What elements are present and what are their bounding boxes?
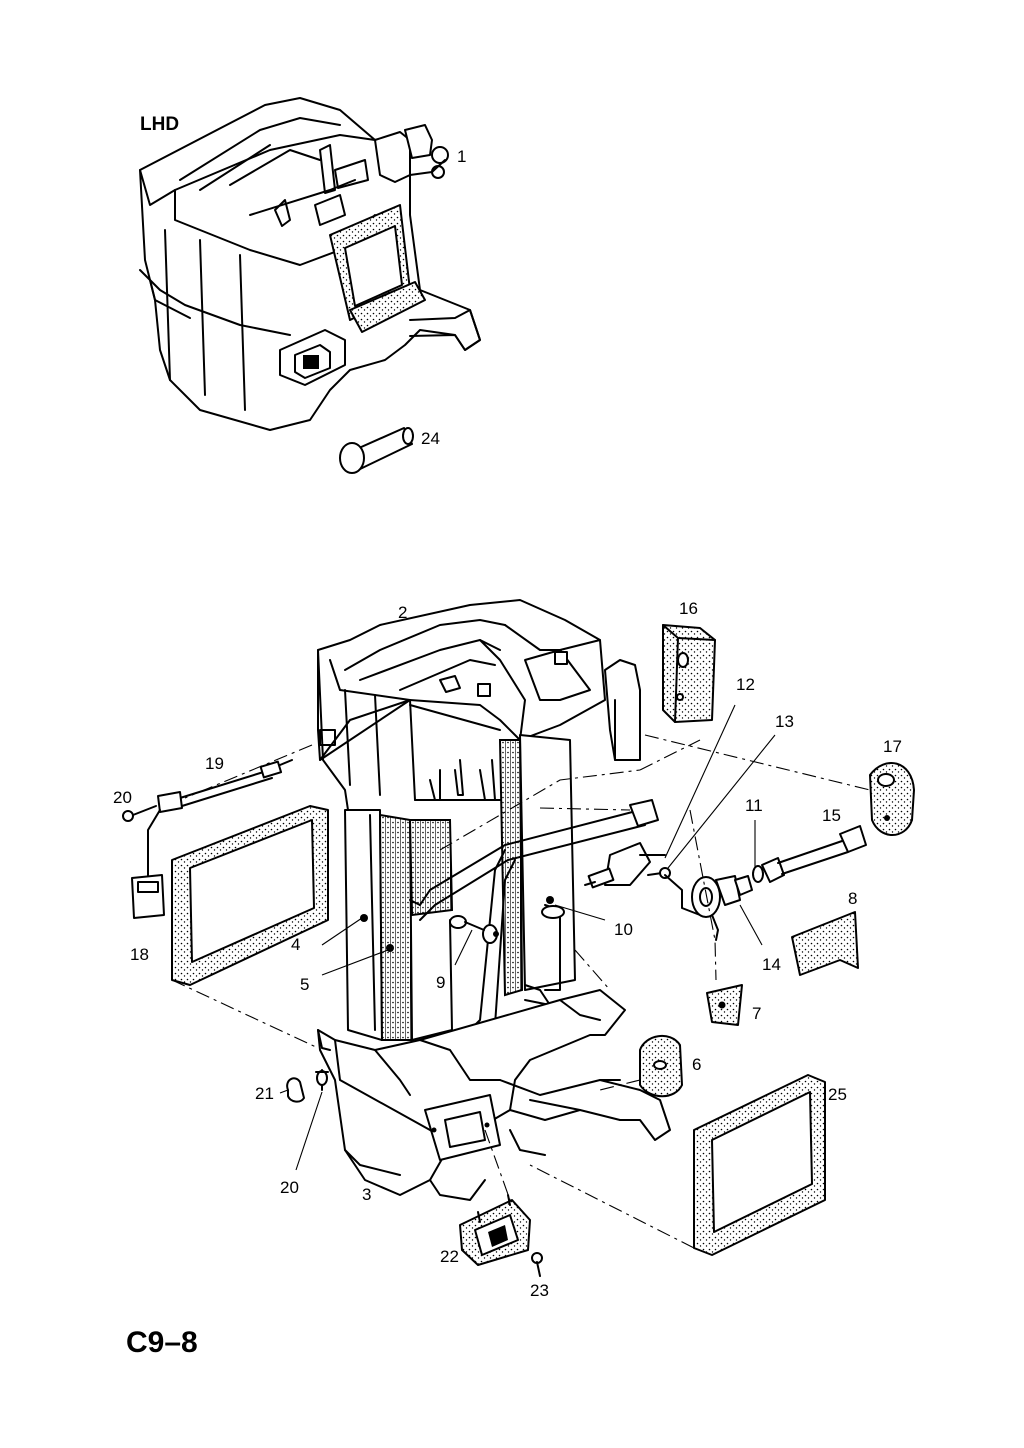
callout-label: 24 [421, 429, 440, 448]
part-13-screw [647, 867, 671, 879]
part-12-expansion-valve [584, 842, 666, 889]
callout-label: 18 [130, 945, 149, 964]
callout-label: 15 [822, 806, 841, 825]
callout-label: 23 [530, 1281, 549, 1300]
callout-label: 12 [736, 675, 755, 694]
callout-label: 3 [362, 1185, 371, 1204]
part-24-hose [339, 427, 414, 474]
part-11-o-ring [752, 865, 764, 883]
callout-label: 2 [398, 603, 407, 622]
lhd-heater-unit [139, 97, 481, 431]
part-16-foam-pad [662, 624, 716, 723]
pipe-assembly [409, 799, 659, 1036]
callout-label: 21 [255, 1084, 274, 1103]
callout-label: 6 [692, 1055, 701, 1074]
left-foam-frame [171, 805, 329, 986]
part-4-part-5-cores [344, 734, 576, 1041]
part-23-screw [531, 1252, 543, 1277]
part-17-seal [869, 762, 915, 836]
callout-label: 20 [113, 788, 132, 807]
callout-labels: 1 24 2 16 12 13 17 19 20 11 15 8 10 4 9 … [113, 147, 902, 1300]
callout-label: 19 [205, 754, 224, 773]
part-2-upper-housing [317, 599, 641, 811]
part-7-pad [706, 984, 743, 1026]
part-18-connector [131, 809, 165, 919]
assembly-lines [171, 734, 871, 1256]
callout-label: 13 [775, 712, 794, 731]
part-8-foam-strip [791, 911, 859, 976]
part-3-lower-housing [317, 989, 671, 1201]
callout-label: 20 [280, 1178, 299, 1197]
callout-label: 9 [436, 973, 445, 992]
callout-label: 10 [614, 920, 633, 939]
callout-label: 4 [291, 935, 300, 954]
part-14-union [664, 874, 753, 941]
part-22-resistor [459, 1194, 531, 1266]
callout-label: 1 [457, 147, 466, 166]
part-25-foam-frame [693, 1074, 826, 1256]
diagram-heading: LHD [140, 114, 179, 135]
callout-label: 8 [848, 889, 857, 908]
callout-label: 17 [883, 737, 902, 756]
callout-label: 5 [300, 975, 309, 994]
part-21-clip [286, 1077, 305, 1103]
callout-label: 7 [752, 1004, 761, 1023]
part-15-pipe [761, 825, 867, 883]
callout-label: 22 [440, 1247, 459, 1266]
part-19-sensor-rod [179, 759, 293, 807]
part-20-screw-lower [315, 1069, 329, 1091]
leader-lines [279, 704, 776, 1171]
callout-label: 14 [762, 955, 781, 974]
page-id: C9–8 [126, 1326, 198, 1359]
callout-label: 16 [679, 599, 698, 618]
callout-label: 11 [745, 796, 763, 815]
part-20-screw-left [122, 791, 183, 822]
callout-label: 25 [828, 1085, 847, 1104]
part-6-plug [639, 1035, 683, 1098]
